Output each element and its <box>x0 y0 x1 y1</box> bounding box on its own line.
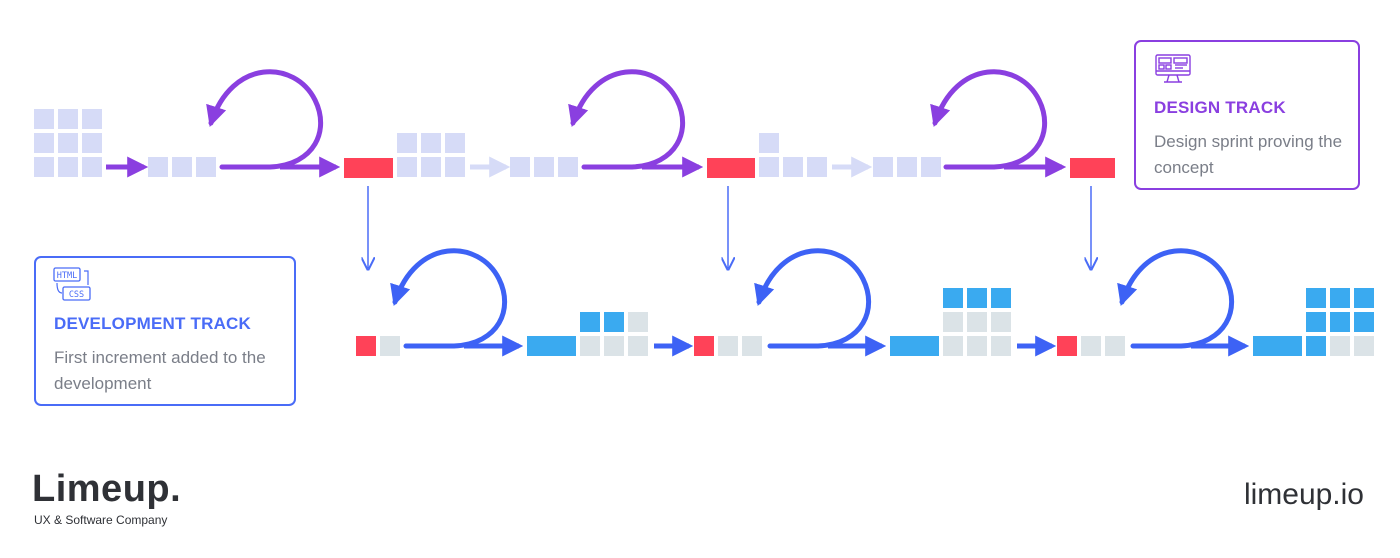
design-track-row <box>34 69 1115 178</box>
design-sprint-backlog <box>148 157 216 177</box>
dev-increment <box>527 336 576 356</box>
design-sprint-output <box>344 158 393 178</box>
logo-tagline: UX & Software Company <box>34 513 168 527</box>
design-sprint-backlog <box>873 157 941 177</box>
design-backlog-grid <box>759 133 827 177</box>
design-monitor-icon <box>1155 54 1191 89</box>
design-backlog-grid <box>397 133 465 177</box>
icon-html-text: HTML <box>57 271 77 281</box>
design-track-card: DESIGN TRACK Design sprint proving the c… <box>1134 40 1360 190</box>
dev-sprint-loop <box>390 248 508 349</box>
website-url[interactable]: limeup.io <box>1243 478 1364 511</box>
dev-sprint-slot <box>1081 336 1101 356</box>
dev-product-grid <box>943 288 1011 356</box>
development-track-description: First increment added to the development <box>54 348 266 393</box>
dev-sprint-slot <box>1105 336 1125 356</box>
design-sprint-loop <box>568 69 686 170</box>
dev-sprint-loop <box>754 248 872 349</box>
dev-sprint-slot <box>718 336 738 356</box>
limeup-logo: Limeup. <box>32 468 182 510</box>
dev-product-grid <box>580 312 648 356</box>
dev-increment <box>1253 336 1302 356</box>
design-track-description: Design sprint proving the concept <box>1154 132 1343 177</box>
dev-sprint-slot <box>380 336 400 356</box>
design-sprint-output <box>707 158 755 178</box>
design-track-title: DESIGN TRACK <box>1154 98 1286 117</box>
dev-sprint-input <box>694 336 714 356</box>
dev-increment <box>890 336 939 356</box>
dev-sprint-slot <box>742 336 762 356</box>
development-track-row <box>356 248 1374 357</box>
dev-product-grid <box>1306 288 1374 356</box>
design-sprint-output <box>1070 158 1115 178</box>
development-track-title: DEVELOPMENT TRACK <box>54 314 252 333</box>
development-track-card: HTML CSS DEVELOPMENT TRACK First increme… <box>34 256 296 406</box>
dev-sprint-input <box>1057 336 1077 356</box>
handoff-links <box>368 186 1091 268</box>
icon-css-text: CSS <box>69 290 84 300</box>
design-sprint-loop <box>930 69 1048 170</box>
dev-sprint-input <box>356 336 376 356</box>
design-sprint-loop <box>206 69 324 170</box>
dev-sprint-loop <box>1117 248 1235 349</box>
html-css-icon: HTML CSS <box>53 267 93 308</box>
design-backlog-grid <box>34 109 102 177</box>
design-sprint-backlog <box>510 157 578 177</box>
